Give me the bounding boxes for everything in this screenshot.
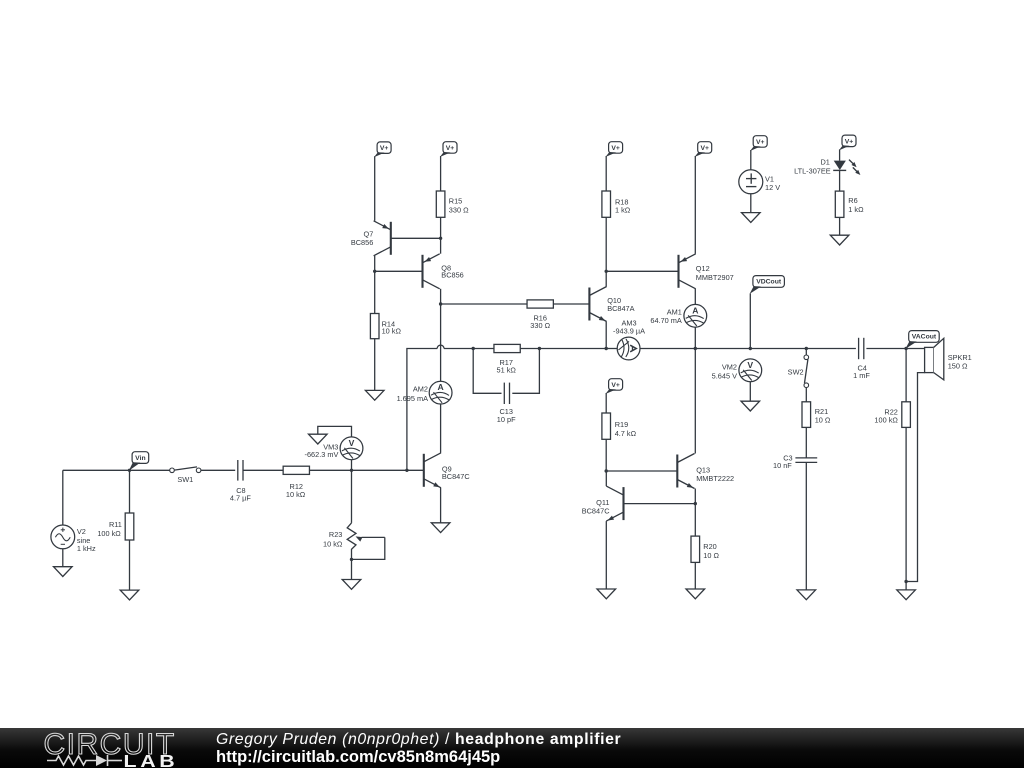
svg-text:R20: R20 bbox=[703, 542, 716, 551]
svg-text:V+: V+ bbox=[700, 145, 709, 152]
svg-text:100 kΩ: 100 kΩ bbox=[874, 415, 898, 424]
svg-text:330 Ω: 330 Ω bbox=[449, 205, 469, 214]
svg-text:BC856: BC856 bbox=[441, 271, 463, 280]
svg-text:100 kΩ: 100 kΩ bbox=[97, 529, 121, 538]
svg-text:C8: C8 bbox=[236, 486, 245, 495]
svg-text:R6: R6 bbox=[848, 196, 857, 205]
svg-text:C3: C3 bbox=[783, 453, 792, 462]
svg-text:BC856: BC856 bbox=[351, 238, 373, 247]
svg-text:4.7 µF: 4.7 µF bbox=[230, 494, 251, 503]
svg-text:VM3: VM3 bbox=[323, 442, 338, 451]
svg-text:SPKR1: SPKR1 bbox=[948, 353, 972, 362]
svg-text:V: V bbox=[747, 360, 753, 370]
svg-text:A: A bbox=[437, 382, 443, 392]
svg-text:SW1: SW1 bbox=[177, 475, 193, 484]
svg-text:C13: C13 bbox=[499, 407, 512, 416]
svg-text:V+: V+ bbox=[611, 382, 620, 389]
svg-text:10 kΩ: 10 kΩ bbox=[323, 539, 343, 548]
svg-text:10 kΩ: 10 kΩ bbox=[382, 327, 402, 336]
svg-text:Q8: Q8 bbox=[441, 263, 451, 272]
svg-text:Q11: Q11 bbox=[596, 498, 609, 507]
svg-text:MMBT2907: MMBT2907 bbox=[696, 273, 734, 282]
svg-text:Vin: Vin bbox=[135, 455, 145, 462]
svg-text:MMBT2222: MMBT2222 bbox=[696, 474, 734, 483]
svg-text:CIRCUIT: CIRCUIT bbox=[44, 728, 176, 761]
svg-text:10 kΩ: 10 kΩ bbox=[286, 490, 306, 499]
svg-text:V+: V+ bbox=[845, 138, 854, 145]
svg-text:BC847C: BC847C bbox=[582, 507, 610, 516]
svg-text:1 kHz: 1 kHz bbox=[77, 544, 96, 553]
svg-text:51 kΩ: 51 kΩ bbox=[497, 366, 517, 375]
svg-text:R15: R15 bbox=[449, 197, 462, 206]
svg-text:R16: R16 bbox=[533, 313, 546, 322]
svg-text:Q7: Q7 bbox=[364, 229, 374, 238]
svg-text:1 kΩ: 1 kΩ bbox=[615, 206, 631, 215]
svg-text:4.7 kΩ: 4.7 kΩ bbox=[615, 429, 637, 438]
svg-text:V: V bbox=[349, 438, 355, 448]
svg-text:R21: R21 bbox=[815, 407, 828, 416]
svg-text:12 V: 12 V bbox=[765, 183, 780, 192]
svg-text:10 Ω: 10 Ω bbox=[815, 415, 831, 424]
svg-text:VACout: VACout bbox=[912, 334, 937, 341]
svg-text:AM2: AM2 bbox=[413, 384, 428, 393]
svg-text:V2: V2 bbox=[77, 527, 86, 536]
svg-text:R18: R18 bbox=[615, 198, 628, 207]
svg-text:5.645 V: 5.645 V bbox=[712, 372, 737, 381]
svg-text:C4: C4 bbox=[858, 363, 867, 372]
svg-text:Q9: Q9 bbox=[442, 464, 452, 473]
svg-text:sine: sine bbox=[77, 536, 90, 545]
svg-text:-662.3 mV: -662.3 mV bbox=[305, 450, 339, 459]
svg-text:R19: R19 bbox=[615, 420, 628, 429]
svg-text:R17: R17 bbox=[499, 358, 512, 367]
svg-text:1 mF: 1 mF bbox=[853, 371, 870, 380]
svg-text:10 nF: 10 nF bbox=[773, 461, 792, 470]
svg-text:SW2: SW2 bbox=[788, 368, 804, 377]
svg-text:R12: R12 bbox=[290, 482, 303, 491]
svg-text:V+: V+ bbox=[756, 139, 765, 146]
svg-text:BC847C: BC847C bbox=[442, 472, 470, 481]
svg-text:Q13: Q13 bbox=[696, 465, 710, 474]
svg-text:Q12: Q12 bbox=[696, 264, 710, 273]
svg-text:1 kΩ: 1 kΩ bbox=[848, 205, 864, 214]
svg-text:AM1: AM1 bbox=[667, 308, 682, 317]
svg-text:LTL-307EE: LTL-307EE bbox=[794, 166, 831, 175]
svg-text:V1: V1 bbox=[765, 175, 774, 184]
svg-text:R22: R22 bbox=[884, 408, 897, 417]
svg-text:10 pF: 10 pF bbox=[497, 415, 516, 424]
svg-text:VDCout: VDCout bbox=[756, 279, 782, 286]
svg-text:LAB: LAB bbox=[124, 752, 179, 768]
svg-text:D1: D1 bbox=[821, 157, 830, 166]
svg-text:R23: R23 bbox=[329, 530, 342, 539]
svg-text:V+: V+ bbox=[380, 145, 389, 152]
svg-text:Q10: Q10 bbox=[607, 296, 621, 305]
svg-text:R11: R11 bbox=[109, 520, 122, 529]
svg-text:VM2: VM2 bbox=[722, 363, 737, 372]
svg-text:64.70 mA: 64.70 mA bbox=[650, 316, 682, 325]
svg-text:A: A bbox=[692, 305, 698, 315]
svg-text:BC847A: BC847A bbox=[607, 304, 634, 313]
svg-text:AM3: AM3 bbox=[621, 319, 636, 328]
svg-text:V+: V+ bbox=[446, 145, 455, 152]
svg-text:10 Ω: 10 Ω bbox=[703, 551, 719, 560]
svg-text:1.695 mA: 1.695 mA bbox=[397, 394, 429, 403]
svg-text:150 Ω: 150 Ω bbox=[948, 361, 968, 370]
svg-text:V+: V+ bbox=[611, 145, 620, 152]
svg-text:R14: R14 bbox=[382, 320, 395, 329]
svg-text:-943.9 µA: -943.9 µA bbox=[613, 327, 645, 336]
svg-text:330 Ω: 330 Ω bbox=[530, 321, 550, 330]
